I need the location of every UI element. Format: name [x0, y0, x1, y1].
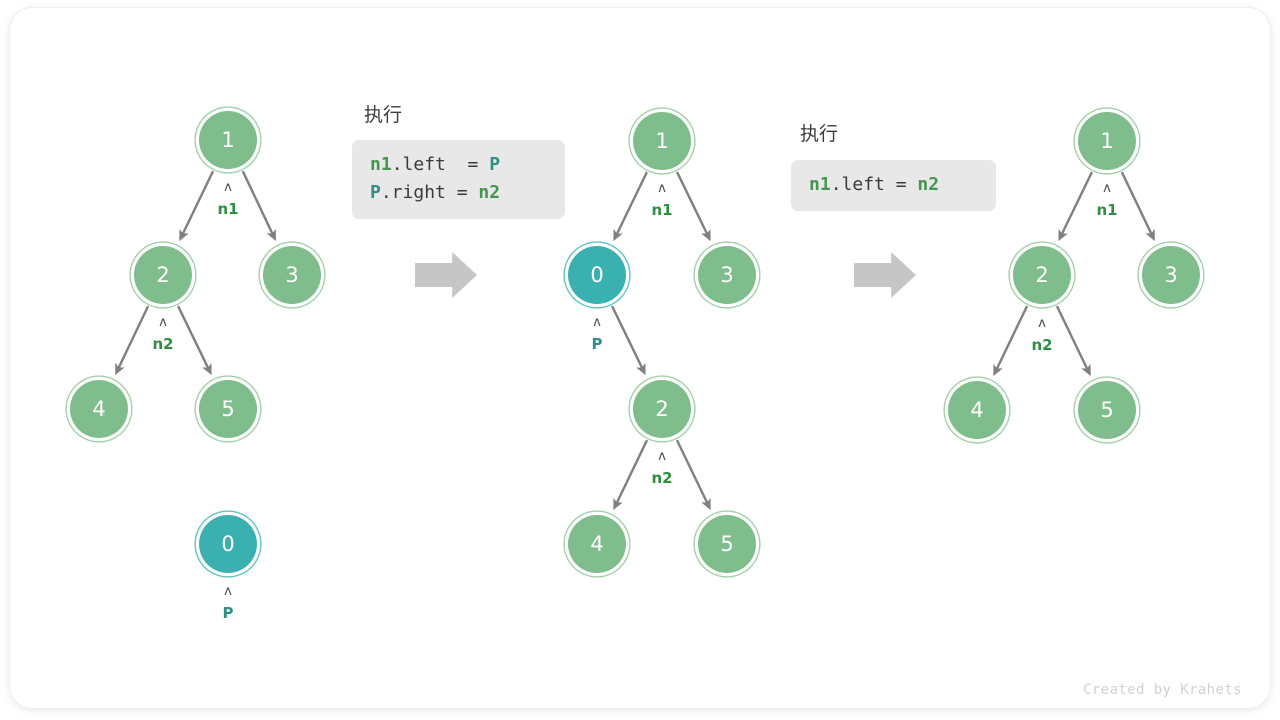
code-token: n2 — [478, 181, 501, 203]
code-token: P — [489, 154, 501, 175]
code-token: n2 — [917, 174, 940, 195]
code-token: n1 — [809, 174, 831, 195]
watermark: Created by Krahets — [1083, 682, 1242, 698]
step-caption-2: 执行 — [800, 123, 839, 145]
diagram-card — [10, 8, 1270, 708]
code-line: n1.left = P — [370, 151, 547, 179]
code-line: n1.left = n2 — [809, 171, 978, 199]
step-caption-1: 执行 — [364, 104, 403, 126]
code-line: P.right = n2 — [370, 179, 547, 207]
code-token: P — [370, 181, 381, 203]
code-token: n1 — [370, 154, 392, 175]
code-token: .left = — [830, 174, 918, 195]
code-token: .left = — [391, 154, 490, 175]
code-box-2: n1.left = n2 — [791, 160, 996, 211]
code-token: .right = — [380, 181, 479, 203]
